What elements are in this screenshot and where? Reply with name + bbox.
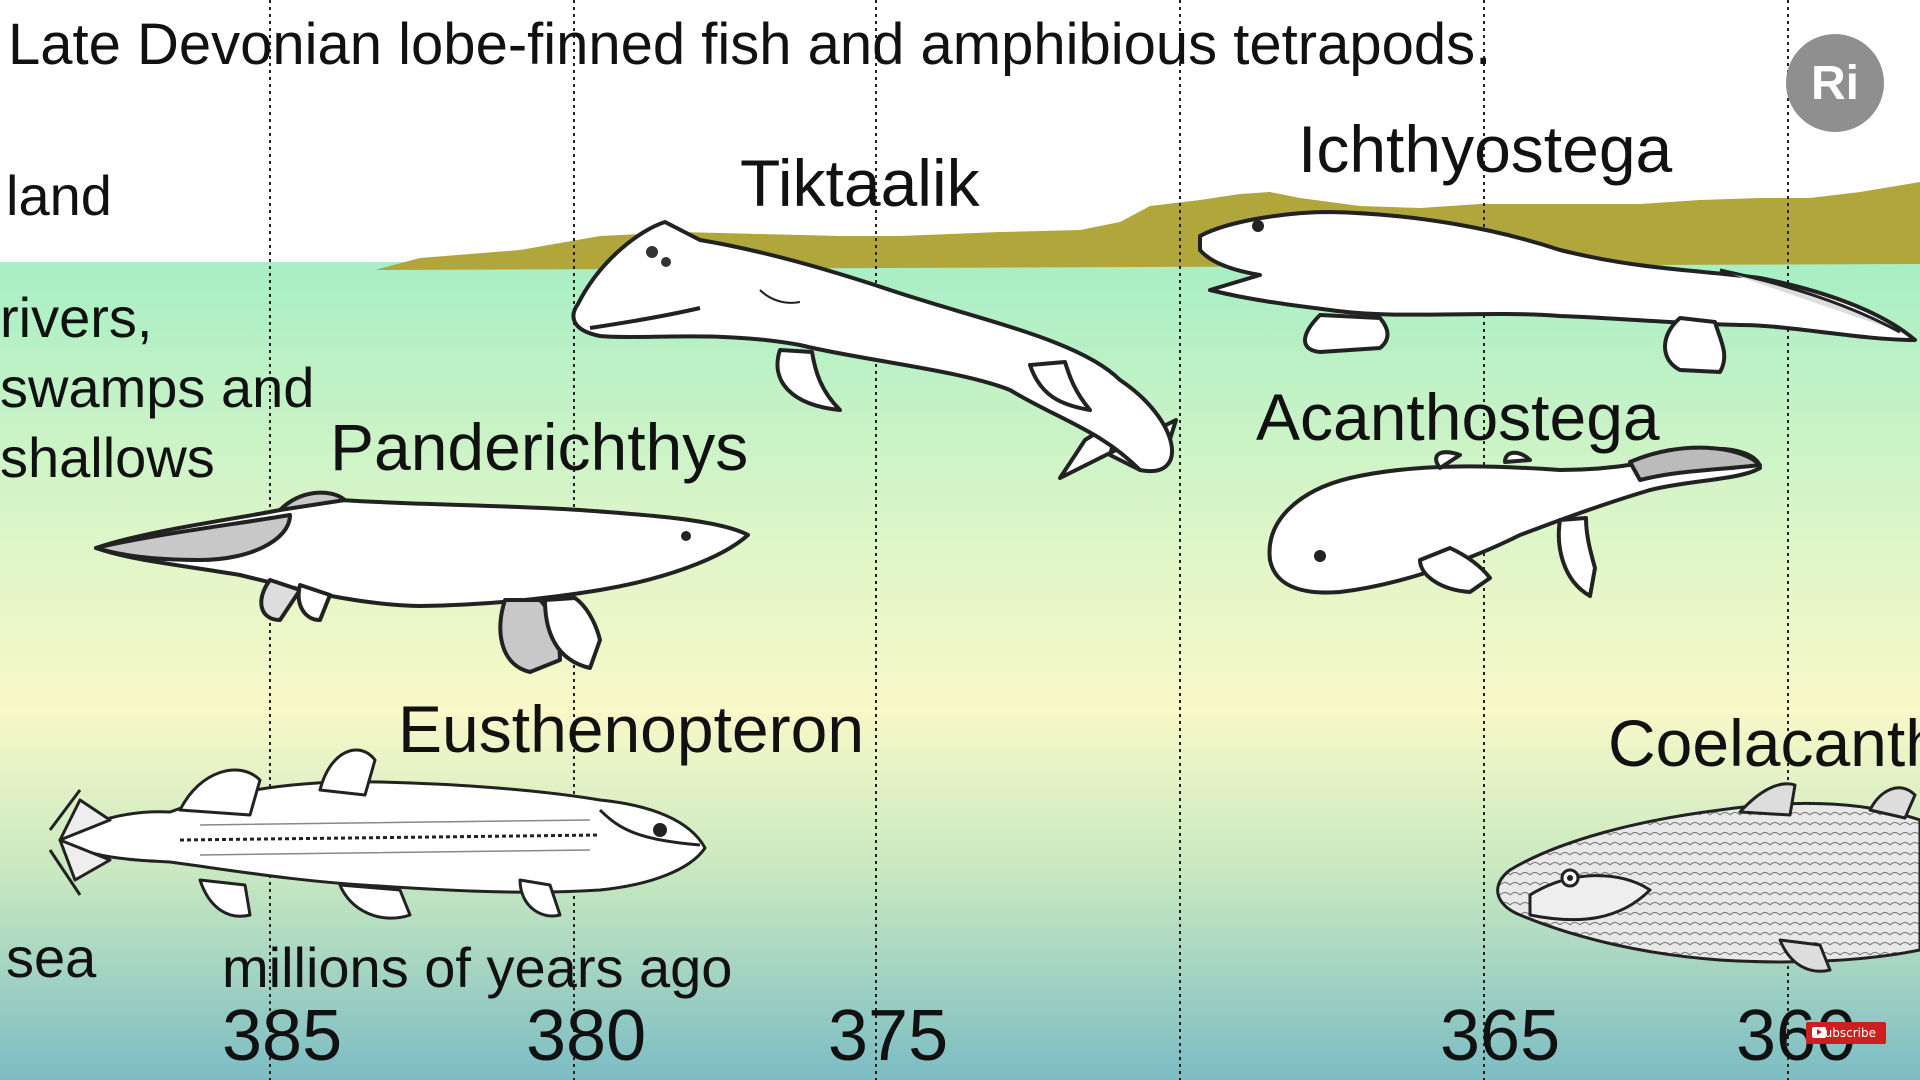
subscribe-label: Subscribe xyxy=(1817,1026,1876,1040)
panderichthys-figure xyxy=(94,490,750,674)
zone-label-rivers-line-2: swamps and xyxy=(0,356,315,419)
slide-title: Late Devonian lobe-finned fish and amphi… xyxy=(8,12,1492,77)
label-coelacanth: Coelacanth xyxy=(1608,706,1920,780)
youtube-play-icon xyxy=(1812,1027,1826,1038)
label-tiktaalik: Tiktaalik xyxy=(740,146,980,220)
axis-tick-375: 375 xyxy=(828,996,949,1076)
acanthostega-figure xyxy=(1267,445,1762,598)
label-ichthyostega: Ichthyostega xyxy=(1298,112,1673,186)
water-background xyxy=(0,262,1920,1080)
subscribe-button[interactable]: Subscribe xyxy=(1806,1022,1886,1044)
axis-caption: millions of years ago xyxy=(222,936,733,999)
land-strip xyxy=(375,182,1920,270)
label-acanthostega: Acanthostega xyxy=(1256,380,1660,454)
zone-label-land: land xyxy=(6,164,112,227)
zone-label-rivers-line-1: rivers, xyxy=(0,286,153,349)
coelacanth-figure xyxy=(1496,782,1920,973)
zone-label-rivers-line-3: shallows xyxy=(0,426,215,489)
zone-label-sea: sea xyxy=(6,926,97,989)
axis-tick-380: 380 xyxy=(526,996,647,1076)
eusthenopteron-figure xyxy=(48,748,707,920)
axis-tick-385: 385 xyxy=(222,996,343,1076)
label-eusthenopteron: Eusthenopteron xyxy=(398,692,865,766)
channel-logo[interactable]: Ri xyxy=(1786,34,1884,132)
axis-tick-365: 365 xyxy=(1440,996,1561,1076)
ichthyostega-figure xyxy=(1198,210,1917,374)
tiktaalik-figure xyxy=(571,220,1178,480)
label-panderichthys: Panderichthys xyxy=(330,410,749,484)
